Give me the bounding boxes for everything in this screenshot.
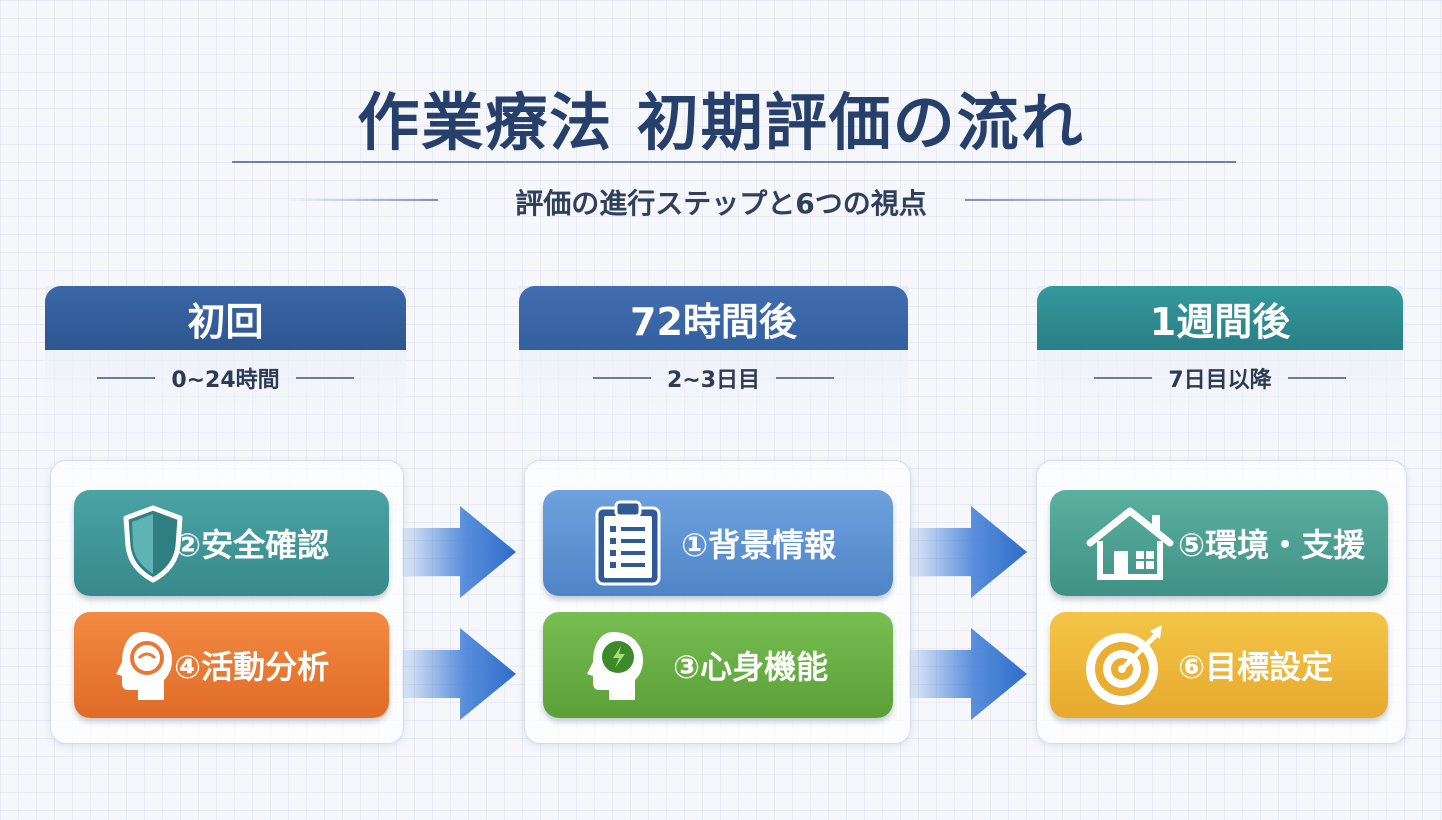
phase-title: 72時間後: [630, 299, 797, 344]
card-background-info: ①背景情報: [543, 490, 893, 596]
page-title: 作業療法 初期評価の流れ: [357, 86, 1085, 159]
card-label: ⑤環境・支援: [1178, 526, 1366, 564]
subtitle-line-left: [288, 199, 438, 201]
phase-header: 1週間後: [1037, 286, 1403, 350]
flow-arrow-right-icon: [909, 506, 1027, 598]
phase-period: 7日目以降: [1037, 364, 1403, 393]
phase-header: 初回: [45, 286, 406, 350]
phase-header: 72時間後: [519, 286, 908, 350]
head-brain-icon: [583, 612, 653, 718]
card-label: ⑥目標設定: [1178, 648, 1334, 686]
phase-72-hours: 72時間後 2~3日目: [519, 286, 908, 456]
phase-title: 1週間後: [1149, 299, 1291, 344]
phase-period: 2~3日目: [519, 364, 908, 393]
page-subtitle: 評価の進行ステップと6つの視点: [515, 187, 927, 220]
card-goal-setting: ⑥目標設定: [1050, 612, 1388, 718]
flow-arrow-right-icon: [402, 506, 516, 598]
phase-period-text: 2~3日目: [666, 368, 761, 393]
phase-period: 0~24時間: [45, 364, 406, 393]
phase-period-text: 7日目以降: [1168, 368, 1272, 393]
target-icon: [1080, 612, 1170, 718]
card-environment-support: ⑤環境・支援: [1050, 490, 1388, 596]
flow-arrow-right-icon: [909, 628, 1027, 720]
flow-arrow-right-icon: [402, 628, 516, 720]
subtitle-line-right: [965, 199, 1185, 201]
card-activity-analysis: ④活動分析: [74, 612, 389, 718]
card-label: ④活動分析: [174, 648, 330, 686]
card-label: ②安全確認: [174, 526, 330, 564]
phase-1-week: 1週間後 7日目以降: [1037, 286, 1403, 456]
card-body-function: ③心身機能: [543, 612, 893, 718]
card-label: ③心身機能: [673, 648, 829, 686]
title-divider: [232, 161, 1236, 163]
phase-title: 初回: [187, 299, 264, 344]
clipboard-icon: [591, 490, 665, 596]
head-icon: [112, 612, 182, 718]
phase-period-text: 0~24時間: [171, 368, 280, 393]
phase-initial: 初回 0~24時間: [45, 286, 406, 456]
card-label: ①背景情報: [681, 526, 837, 564]
house-icon: [1084, 490, 1176, 596]
shield-icon: [120, 490, 186, 596]
card-safety-check: ②安全確認: [74, 490, 389, 596]
